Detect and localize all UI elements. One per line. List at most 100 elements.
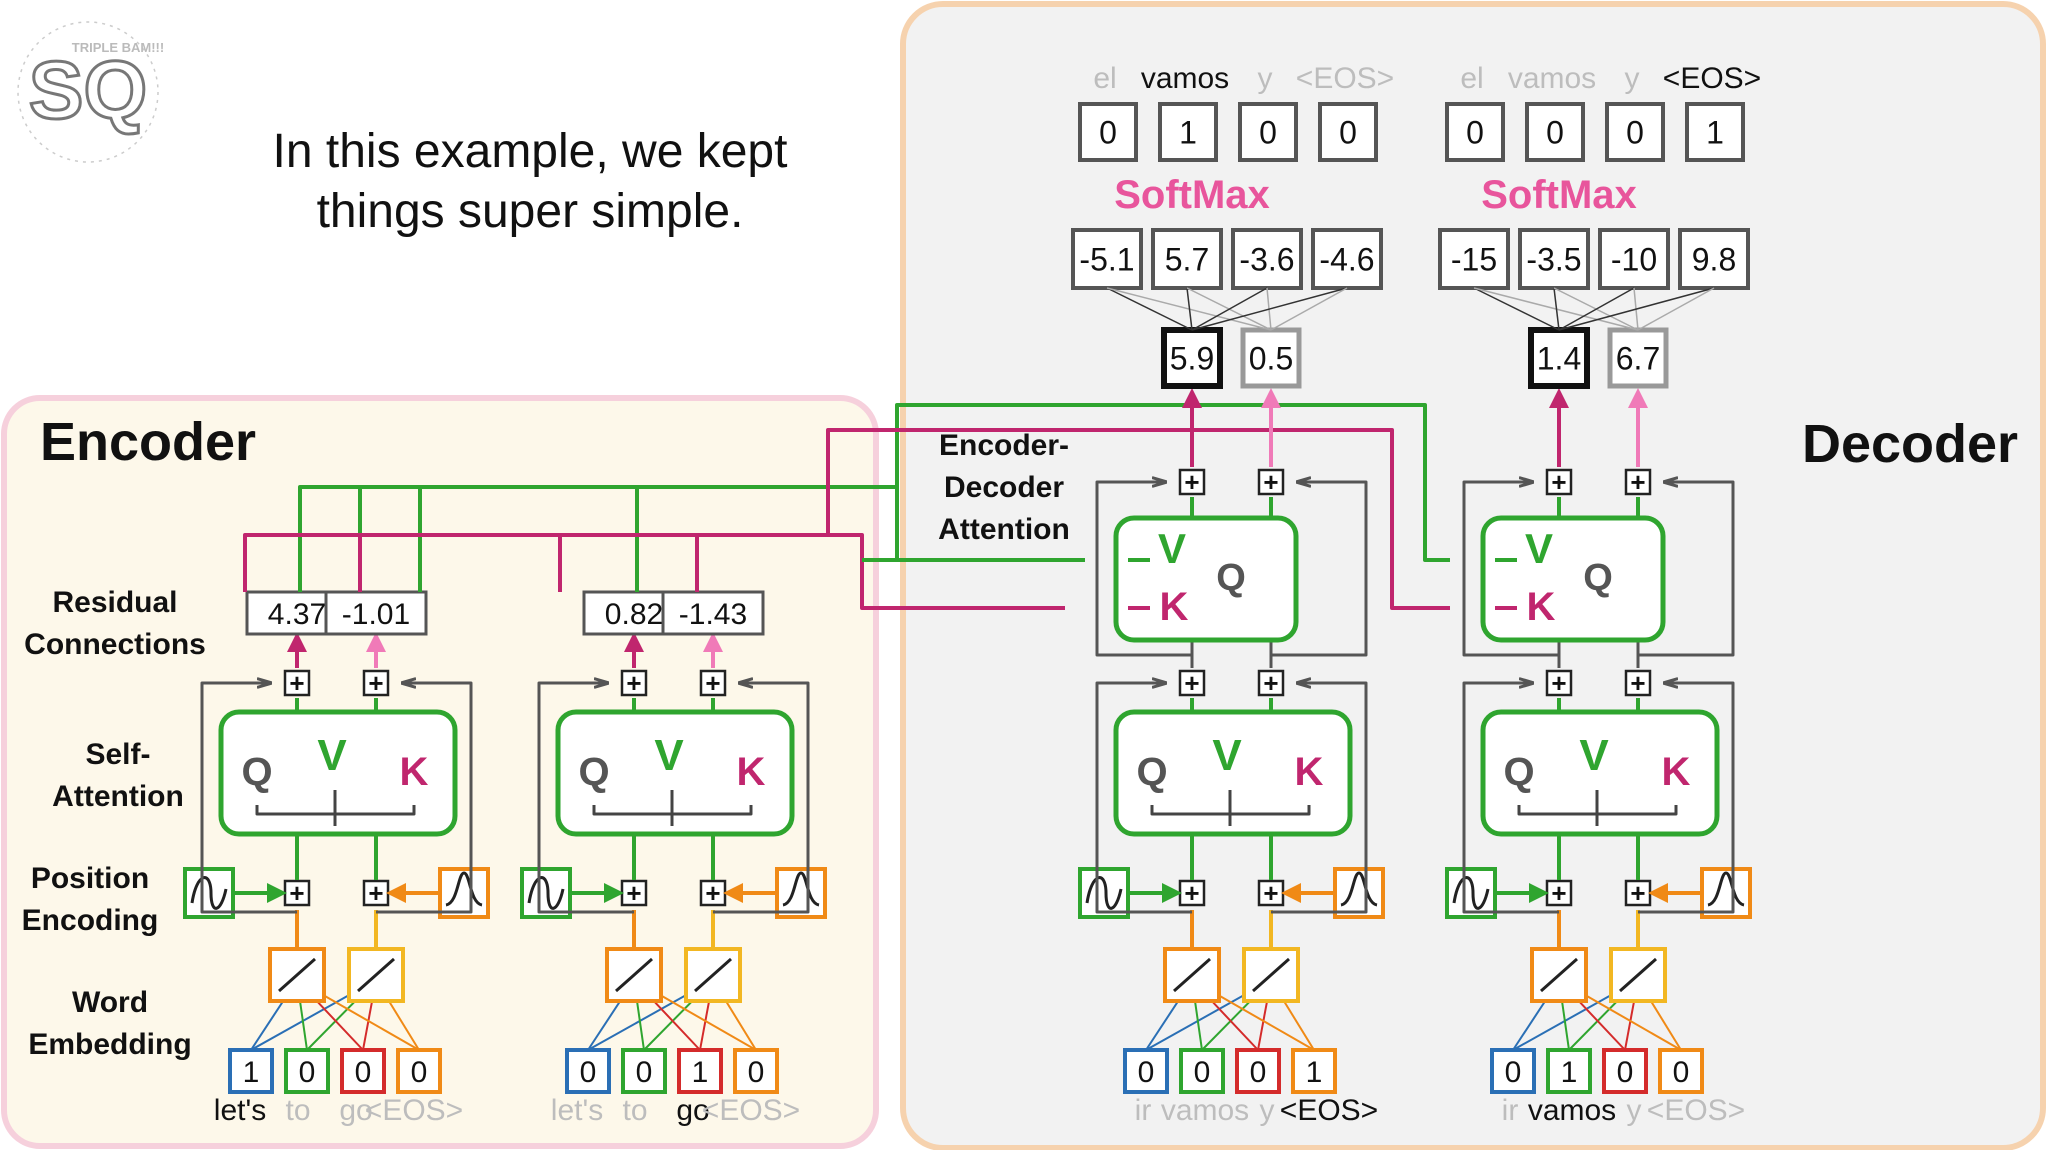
residual-label-1: Residual <box>52 586 177 619</box>
decoder-col-0-logit-1 <box>1151 228 1223 290</box>
decoder-col-1-eda-v: V <box>1525 525 1553 572</box>
decoder-col-1-sa-v: V <box>1579 731 1609 780</box>
decoder-col-0-logit-3-value: -4.6 <box>1319 242 1374 278</box>
encoder-col-1-residual-2 <box>661 590 765 636</box>
decoder-col-1-input-token-2: y <box>1627 1094 1642 1127</box>
decoder-col-0-pos-add-1-sign: + <box>1184 878 1199 908</box>
decoder-col-0-pos-enc-sin-curve <box>1085 876 1123 910</box>
decoder-col-0-self-attention-block <box>1113 709 1353 837</box>
decoder-col-0-residual-loop-1 <box>1095 683 1192 914</box>
decoder-col-1-embedding-node-2-activation <box>1619 957 1657 993</box>
decoder-col-0-pos-add-2-sign: + <box>1263 878 1278 908</box>
caption-line-2: things super simple. <box>316 185 744 238</box>
decoder-col-1-eda-add-1 <box>1545 468 1573 496</box>
enc-keys-wire-1 <box>243 533 562 592</box>
decoder-col-0-output-token-0: el <box>1093 62 1116 95</box>
decoder-col-0-sa-q: Q <box>1136 750 1167 794</box>
decoder-col-1-softmax-out-0 <box>1445 102 1505 162</box>
encoder-title: Encoder <box>40 412 256 472</box>
decoder-col-0-input-token-1: vamos <box>1161 1094 1249 1127</box>
decoder-col-1-softmax-out-1-value: 0 <box>1546 115 1564 151</box>
decoder-col-0-feature-2 <box>1240 327 1302 389</box>
encoder-col-1-onehot-0-value: 0 <box>580 1056 597 1089</box>
decoder-col-1-eda-k: K <box>1527 585 1556 629</box>
decoder-col-1-onehot-2-value: 0 <box>1617 1056 1634 1089</box>
encoder-col-0-onehot-1 <box>284 1048 330 1094</box>
encoder-col-0-res-add-2-sign: + <box>368 668 383 698</box>
enc-dec-label-2: Decoder <box>944 471 1064 504</box>
decoder-col-1-eda-add-1-sign: + <box>1551 467 1566 497</box>
decoder-col-1-softmax-out-2 <box>1605 102 1665 162</box>
decoder-col-0-logit-3 <box>1311 228 1383 290</box>
decoder-col-1-onehot-2 <box>1602 1048 1648 1094</box>
decoder-col-0-residual-loop-2 <box>1271 683 1368 914</box>
decoder-col-1-softmax-out-2-value: 0 <box>1626 115 1644 151</box>
encoder-col-0-self-attention-block <box>218 709 458 837</box>
decoder-col-1-softmax-label: SoftMax <box>1481 173 1637 217</box>
encoder-col-1-pos-enc-cos <box>775 867 827 919</box>
encoder-col-1-self-attention-block <box>555 709 795 837</box>
decoder-col-1-res-add-1-sign: + <box>1551 668 1566 698</box>
caption-line-1: In this example, we kept <box>272 125 788 178</box>
decoder-col-1-onehot-1-value: 1 <box>1561 1056 1578 1089</box>
encoder-col-1-residual-loop-1 <box>537 683 634 914</box>
decoder-col-0-fc-a-3 <box>1191 287 1348 331</box>
encoder-col-1-onehot-1-value: 0 <box>636 1056 653 1089</box>
encoder-col-0-embedding-node-2-activation <box>357 957 395 993</box>
decoder-col-1-output-token-2: y <box>1625 62 1640 95</box>
decoder-col-0-feature-1-value: 5.9 <box>1170 341 1214 377</box>
decoder-col-0-onehot-0-value: 0 <box>1138 1056 1155 1089</box>
decoder-col-1-feature-1-value: 1.4 <box>1537 341 1581 377</box>
encoder-col-0-res-add-1 <box>283 669 311 697</box>
decoder-col-0-eda-q: Q <box>1216 557 1246 599</box>
decoder-col-1-softmax-out-3 <box>1685 102 1745 162</box>
decoder-col-1-output-token-1: vamos <box>1508 62 1596 95</box>
decoder-col-1-fc-b-3 <box>1637 287 1715 331</box>
decoder-col-1-input-token-0: ir <box>1502 1094 1519 1127</box>
encoder-col-1-res-add-1-sign: + <box>626 668 641 698</box>
decoder-col-0-sa-k: K <box>1295 750 1324 794</box>
decoder-col-0-softmax-out-0-value: 0 <box>1099 115 1117 151</box>
decoder-col-0-softmax-out-2-value: 0 <box>1259 115 1277 151</box>
residual-label-2: Connections <box>24 628 206 661</box>
decoder-col-0-eda-v: V <box>1158 525 1186 572</box>
decoder-col-1-eda-add-2 <box>1624 468 1652 496</box>
encoder-col-1-sa-v: V <box>654 731 684 780</box>
encoder-col-0-res-add-2 <box>362 669 390 697</box>
decoder-col-0-softmax-out-0 <box>1078 102 1138 162</box>
encoder-col-1-embedding-node-1-activation <box>615 957 653 993</box>
enc-dec-label-3: Attention <box>938 513 1070 546</box>
encoder-col-0-onehot-0-value: 1 <box>243 1056 260 1089</box>
encoder-col-0-pos-add-1-sign: + <box>289 878 304 908</box>
decoder-col-0-softmax-out-3 <box>1318 102 1378 162</box>
decoder-col-0-logit-2-value: -3.6 <box>1239 242 1294 278</box>
encoder-col-1-token-0: let's <box>551 1094 603 1127</box>
decoder-col-1-softmax-out-1 <box>1525 102 1585 162</box>
enc-keys-to-dec-2 <box>826 428 1450 610</box>
decoder-col-0-fc-a-0 <box>1106 287 1193 331</box>
decoder-col-0-output-token-2: y <box>1258 62 1273 95</box>
decoder-col-1-embedding-node-1-activation <box>1540 957 1578 993</box>
encoder-col-1-onehot-3-value: 0 <box>748 1056 765 1089</box>
encoder-col-0-pos-enc-cos-curve <box>445 871 483 907</box>
decoder-col-0-onehot-3 <box>1291 1048 1337 1094</box>
decoder-col-0-onehot-0 <box>1123 1048 1169 1094</box>
decoder-col-0-eda-add-1-sign: + <box>1184 467 1199 497</box>
decoder-col-1-softmax-out-3-value: 1 <box>1706 115 1724 151</box>
self-attention-label-2: Attention <box>52 780 184 813</box>
decoder-col-0-embedding-node-1 <box>1163 947 1221 1003</box>
decoder-col-0-softmax-out-1-value: 1 <box>1179 115 1197 151</box>
decoder-col-0-eda-residual-1 <box>1095 482 1192 657</box>
position-encoding-label-1: Position <box>31 862 149 895</box>
decoder-col-1-fc-a-1 <box>1553 287 1560 331</box>
decoder-col-0-fc-a-2 <box>1191 287 1268 331</box>
decoder-col-0-embedding-node-2-activation <box>1252 957 1290 993</box>
decoder-col-1-res-add-2 <box>1624 669 1652 697</box>
word-embedding-label-2: Embedding <box>28 1028 191 1061</box>
decoder-panel <box>900 1 2046 1150</box>
encoder-col-1-res-add-2-sign: + <box>705 668 720 698</box>
decoder-col-0-res-add-1 <box>1178 669 1206 697</box>
encoder-col-1-residual-2-value: -1.43 <box>679 598 747 631</box>
decoder-col-0-feature-2-value: 0.5 <box>1249 341 1293 377</box>
